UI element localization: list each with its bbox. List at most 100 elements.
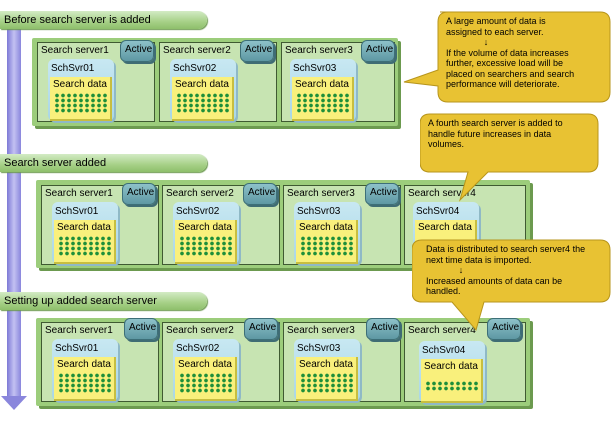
active-badge: Active: [244, 318, 278, 340]
callout-text: Increased amounts of data can be: [426, 275, 563, 286]
active-badge: Active: [120, 40, 154, 62]
search-data-label: Search data: [175, 79, 229, 90]
search-data-box: Search data: [175, 357, 237, 401]
search-server-3: Search server3 SchSvr03 Search data: [283, 322, 401, 402]
active-badge: Active: [243, 183, 277, 205]
data-dots: [58, 373, 112, 393]
schsvr-id: SchSvr03: [297, 206, 341, 217]
active-badge: Active: [361, 40, 395, 62]
server-title: Search server1: [45, 188, 113, 199]
data-dots: [179, 373, 233, 393]
search-data-label: Search data: [57, 359, 111, 370]
search-server-3: Search server3 SchSvr03 Search data: [283, 185, 401, 265]
down-arrow-glyph: ↓: [483, 37, 489, 47]
callout-text: handle future increases in data: [428, 128, 552, 139]
schsvr-box: SchSvr03 Search data: [294, 202, 360, 264]
server-title: Search server4: [408, 325, 476, 336]
schsvr-box: SchSvr02 Search data: [173, 202, 239, 264]
data-dots: [296, 93, 350, 113]
active-badge: Active: [122, 183, 156, 205]
server-title: Search server3: [287, 188, 355, 199]
data-dots: [176, 93, 230, 113]
data-dots: [300, 373, 354, 393]
schsvr-id: SchSvr02: [176, 206, 220, 217]
search-server-1: Search server1 SchSvr01 Search data: [41, 185, 159, 265]
search-data-box: Search data: [54, 357, 116, 401]
data-dots: [300, 236, 354, 256]
search-data-label: Search data: [57, 222, 111, 233]
schsvr-id: SchSvr04: [416, 206, 460, 217]
schsvr-id: SchSvr01: [55, 206, 99, 217]
search-data-box: Search data: [172, 77, 234, 121]
schsvr-box: SchSvr03 Search data: [290, 59, 356, 121]
schsvr-id: SchSvr01: [51, 63, 95, 74]
schsvr-box: SchSvr02 Search data: [170, 59, 236, 121]
search-data-label: Search data: [295, 79, 349, 90]
schsvr-box: SchSvr01 Search data: [48, 59, 114, 121]
schsvr-box: SchSvr01 Search data: [52, 339, 118, 401]
server-title: Search server1: [41, 45, 109, 56]
search-data-box: Search data: [292, 77, 354, 121]
active-badge: Active: [487, 318, 521, 340]
step-before-added: Before search server is added: [0, 11, 207, 29]
data-dots: [179, 236, 233, 256]
callout-fourth-server: A fourth search server is added to handl…: [420, 112, 600, 208]
active-label: Active: [245, 44, 273, 55]
search-data-label: Search data: [424, 361, 478, 372]
callout-text: A large amount of data is: [446, 16, 546, 26]
callout-bubble: [403, 11, 611, 103]
active-label: Active: [371, 322, 399, 333]
server-title: Search server2: [166, 188, 234, 199]
callout-text: performance will deteriorate.: [446, 79, 560, 89]
active-label: Active: [366, 44, 394, 55]
down-arrow-glyph: ↓: [458, 265, 464, 275]
search-data-box: Search data: [296, 357, 358, 401]
callout-text: volumes.: [428, 139, 465, 149]
search-data-label: Search data: [418, 222, 472, 233]
callout-text: Data is distributed to search server4 th…: [426, 244, 586, 254]
step-label: Search server added: [4, 157, 107, 169]
server-title: Search server1: [45, 325, 113, 336]
schsvr-box: SchSvr04 Search data: [419, 341, 485, 403]
data-dots: [58, 236, 112, 256]
callout-data-load: A large amount of data is assigned to ea…: [390, 8, 612, 104]
schsvr-id: SchSvr01: [55, 343, 99, 354]
active-label: Active: [127, 187, 155, 198]
search-data-box: Search data: [50, 77, 112, 121]
schsvr-id: SchSvr03: [297, 343, 341, 354]
schsvr-box: SchSvr01 Search data: [52, 202, 118, 264]
search-data-label: Search data: [299, 222, 353, 233]
schsvr-id: SchSvr02: [173, 63, 217, 74]
active-label: Active: [370, 187, 398, 198]
server-title: Search server2: [166, 325, 234, 336]
search-data-box: Search data: [296, 220, 358, 264]
callout-text: further, excessive load will be: [446, 58, 564, 68]
search-data-box: Search data: [54, 220, 116, 264]
schsvr-id: SchSvr03: [293, 63, 337, 74]
schsvr-id: SchSvr02: [176, 343, 220, 354]
step-server-added: Search server added: [0, 154, 207, 172]
data-dots: [425, 381, 479, 391]
flow-arrow-head: [1, 396, 27, 410]
schsvr-box: SchSvr02 Search data: [173, 339, 239, 401]
callout-bubble: [420, 113, 599, 202]
callout-text: A fourth search server is added to: [428, 118, 563, 128]
step-setting-up: Setting up added search server: [0, 292, 207, 310]
active-badge: Active: [240, 40, 274, 62]
server-title: Search server3: [285, 45, 353, 56]
callout-text: handled.: [426, 286, 461, 296]
callout-text: next time data is imported.: [426, 254, 532, 265]
callout-bubble: [412, 239, 611, 332]
active-badge: Active: [124, 318, 158, 340]
callout-distribution: Data is distributed to search server4 th…: [412, 238, 612, 334]
active-badge: Active: [365, 183, 399, 205]
active-label: Active: [125, 44, 153, 55]
callout-text: assigned to each server.: [446, 26, 544, 37]
active-label: Active: [129, 322, 157, 333]
search-data-label: Search data: [299, 359, 353, 370]
data-dots: [54, 93, 108, 113]
schsvr-id: SchSvr04: [422, 345, 466, 356]
search-data-label: Search data: [178, 359, 232, 370]
search-data-box: Search data: [421, 359, 483, 403]
callout-text: placed on searchers and search: [446, 68, 575, 79]
